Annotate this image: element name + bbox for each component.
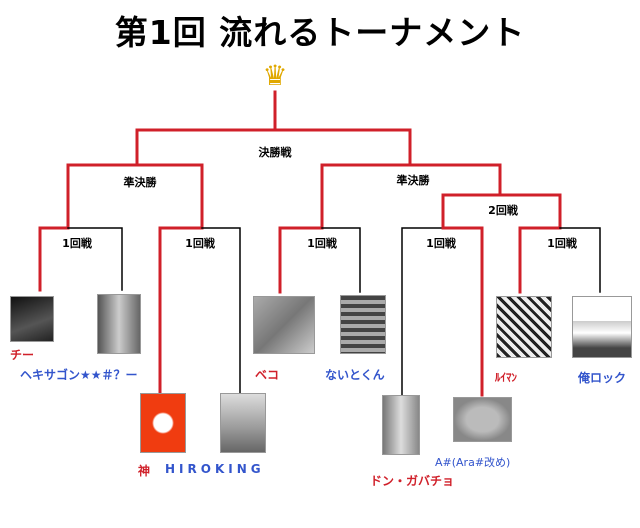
player-name: チー xyxy=(10,348,35,362)
first-round-label: 1回戦 xyxy=(426,237,456,250)
crown-icon: ♛ xyxy=(262,59,288,92)
final-label: 決勝戦 xyxy=(258,146,292,159)
second-round-line xyxy=(441,193,562,230)
player-photo-ruiman xyxy=(496,296,552,358)
player-name: ﾙｲﾏﾝ xyxy=(495,371,517,384)
player-photo-naitokun xyxy=(340,295,386,354)
player-photo-don-gabacho xyxy=(382,395,420,455)
first-round-label: 1回戦 xyxy=(62,237,92,250)
player-photo-kami xyxy=(140,393,186,453)
second-round-label: 2回戦 xyxy=(488,204,518,217)
player-photo-hiroking xyxy=(220,393,266,453)
first-round-label: 1回戦 xyxy=(307,237,337,250)
semifinal-left-label: 準決勝 xyxy=(123,176,157,189)
final-line xyxy=(135,90,412,167)
player-name: ヘキサゴン★★＃？ー xyxy=(20,368,138,382)
page-title: 第1回 流れるトーナメント xyxy=(114,13,526,52)
player-name: ベコ xyxy=(255,368,280,382)
player-photo-ore-rock xyxy=(572,296,632,358)
first-round-label: 1回戦 xyxy=(185,237,215,250)
player-photo-a-sharp xyxy=(453,397,512,442)
player-name: 神 xyxy=(138,464,151,478)
semi-right-line xyxy=(320,163,502,230)
player-photo-chi xyxy=(10,296,54,342)
player-photo-beko xyxy=(253,296,315,354)
player-name: HIROKING xyxy=(165,462,265,476)
player-name: A#(Ara#改め) xyxy=(435,456,511,469)
first-round-label: 1回戦 xyxy=(547,237,577,250)
player-name: 俺ロック xyxy=(578,371,627,385)
semi-left-line xyxy=(66,163,204,230)
player-name: ドン・ガバチョ xyxy=(370,474,455,488)
semifinal-right-label: 準決勝 xyxy=(396,174,430,187)
player-photo-hexagon xyxy=(97,294,141,354)
player-name: ないとくん xyxy=(325,368,385,382)
